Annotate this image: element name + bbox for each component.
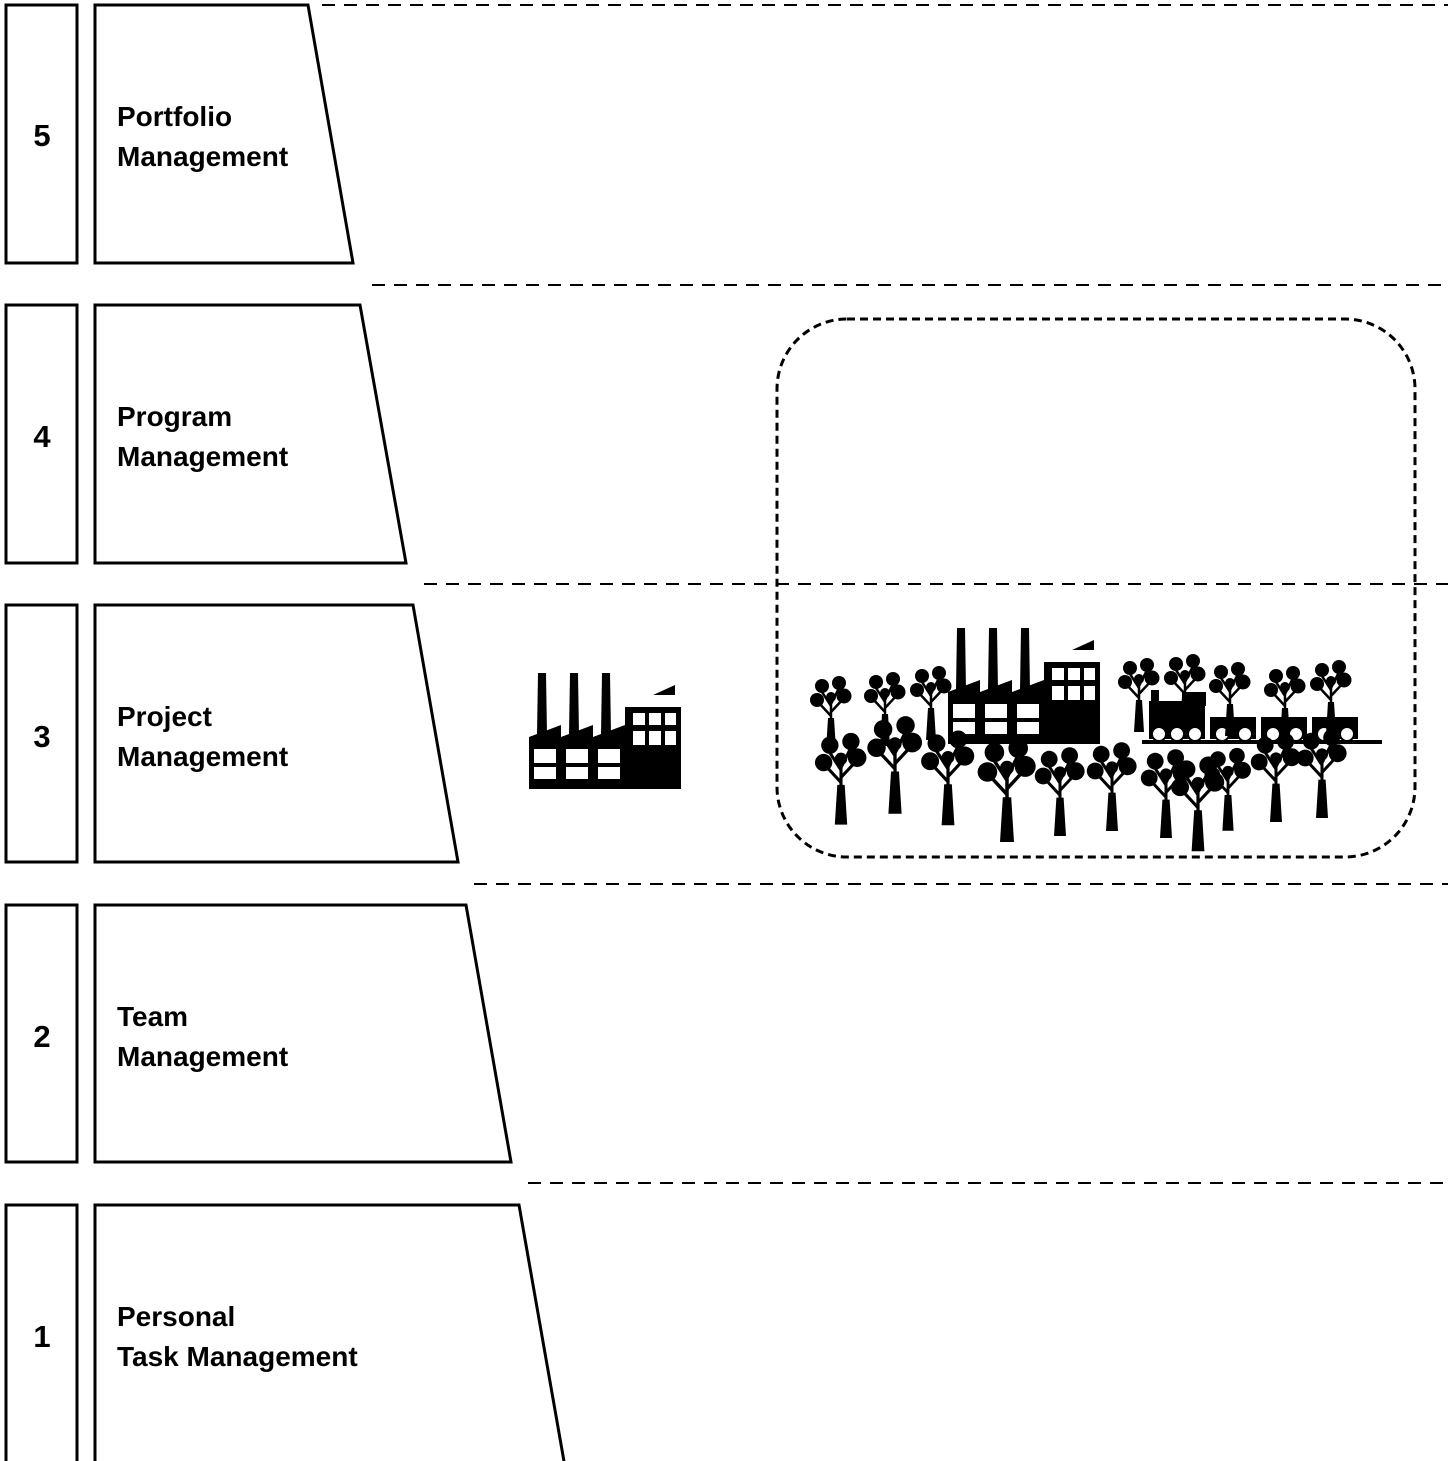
level-title-trapezoid bbox=[93, 603, 460, 864]
level-title-line-2: Management bbox=[117, 141, 288, 172]
level-number: 3 bbox=[33, 719, 50, 754]
level-row-3: 3 Project Management bbox=[4, 603, 460, 864]
level-title-line-1: Project bbox=[117, 701, 212, 732]
level-title-trapezoid bbox=[93, 903, 513, 1164]
level-title-line-2: Management bbox=[117, 1041, 288, 1072]
industrial-landscape-icon bbox=[808, 628, 1382, 852]
level-title-line-2: Task Management bbox=[117, 1341, 358, 1372]
level-row-5: 5 Portfolio Management bbox=[4, 3, 355, 265]
level-title-line-2: Management bbox=[117, 441, 288, 472]
level-row-1: 1 Personal Task Management bbox=[4, 1203, 566, 1461]
level-number: 2 bbox=[33, 1019, 50, 1054]
level-number-box bbox=[4, 303, 79, 565]
level-number-box bbox=[4, 903, 79, 1164]
level-number: 4 bbox=[33, 419, 51, 454]
level-row-2: 2 Team Management bbox=[4, 903, 513, 1164]
level-number-box bbox=[4, 1203, 79, 1461]
level-title-line-1: Program bbox=[117, 401, 232, 432]
level-title-line-2: Management bbox=[117, 741, 288, 772]
level-title-trapezoid bbox=[93, 303, 408, 565]
program-scope-frame bbox=[775, 317, 1417, 859]
level-title-trapezoid bbox=[93, 3, 355, 265]
level-number: 1 bbox=[33, 1319, 50, 1354]
level-title-line-1: Team bbox=[117, 1001, 188, 1032]
level-number-box bbox=[4, 603, 79, 864]
factory-icon bbox=[529, 673, 681, 789]
level-row-4: 4 Program Management bbox=[4, 303, 408, 565]
level-number-box bbox=[4, 3, 79, 265]
level-title-line-1: Portfolio bbox=[117, 101, 232, 132]
level-title-trapezoid bbox=[93, 1203, 566, 1461]
level-title-line-1: Personal bbox=[117, 1301, 235, 1332]
level-number: 5 bbox=[33, 118, 50, 153]
